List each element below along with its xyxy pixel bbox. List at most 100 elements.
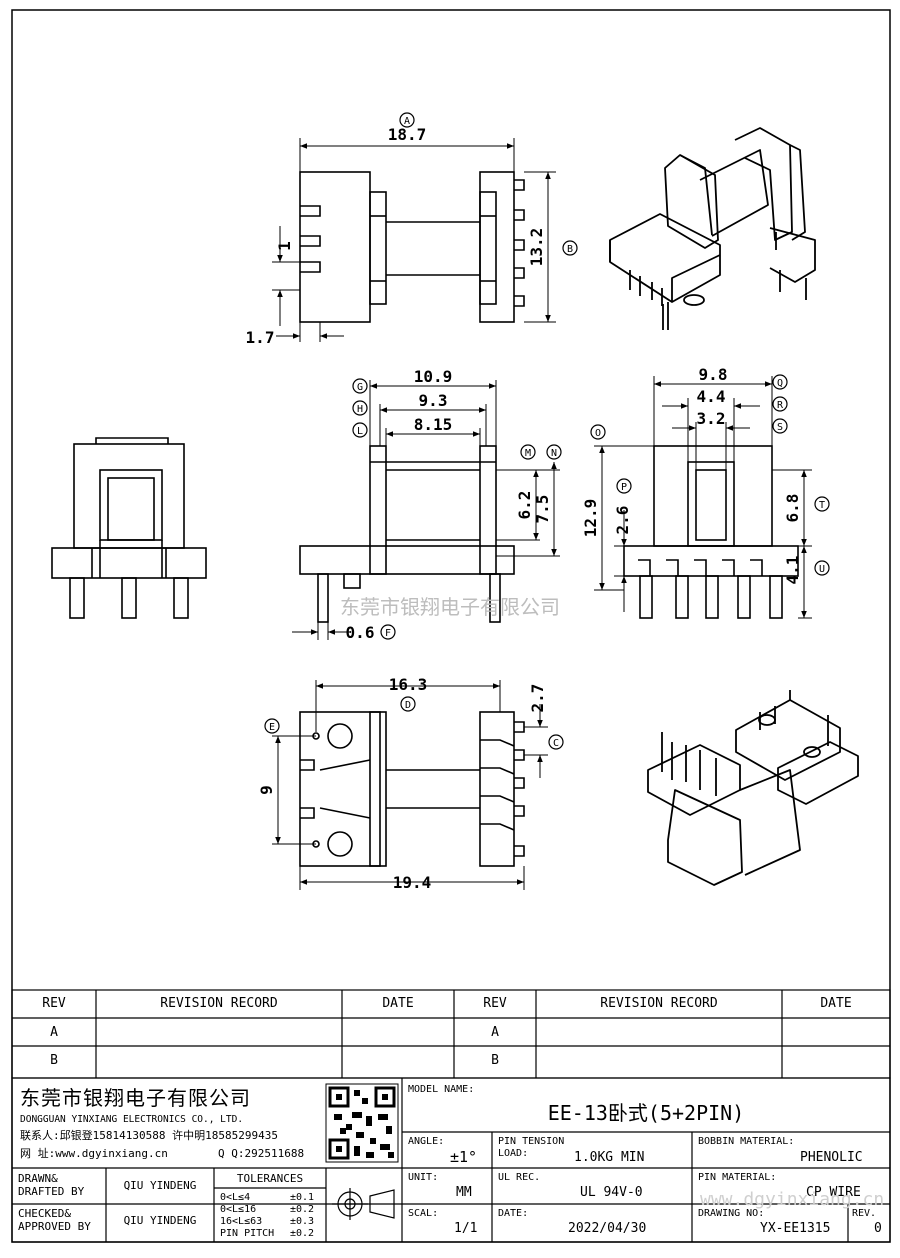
dim-bottom-total: 19.4 xyxy=(393,873,432,892)
drawing-no-value: YX-EE1315 xyxy=(760,1221,831,1236)
drawn-label: DRAWN& xyxy=(18,1172,58,1185)
callout-T: T xyxy=(814,496,830,512)
drawing-no-label: DRAWING NO: xyxy=(698,1208,765,1219)
scale-label: SCAL: xyxy=(408,1208,439,1219)
svg-text:R: R xyxy=(777,400,784,411)
dim-bottom-pitch: 2.7 xyxy=(528,684,547,713)
svg-text:U: U xyxy=(819,564,825,575)
date-header-1: DATE xyxy=(382,996,414,1011)
callout-P: P xyxy=(616,478,632,494)
rev-row-b-left: B xyxy=(50,1053,58,1068)
bottom-view-dimensions xyxy=(272,680,548,890)
callout-Q: Q xyxy=(772,374,788,390)
callout-A: A xyxy=(399,112,415,128)
callout-L: L xyxy=(352,422,368,438)
tolerance-range-2: 0<L≤16 xyxy=(220,1204,257,1215)
svg-text:M: M xyxy=(525,448,531,459)
projection-symbol-icon xyxy=(332,1188,395,1220)
side-view xyxy=(623,445,799,619)
side-view-dimensions xyxy=(594,376,812,619)
callout-N: N xyxy=(546,444,562,460)
callout-O: O xyxy=(590,424,606,440)
dim-bottom-h: 9 xyxy=(257,785,276,795)
load-label: LOAD: xyxy=(498,1148,529,1159)
rev-row-b-right: B xyxy=(491,1053,499,1068)
callout-H: H xyxy=(352,400,368,416)
top-view xyxy=(299,171,525,323)
svg-text:G: G xyxy=(357,382,363,393)
dim-bottom-w: 16.3 xyxy=(389,675,428,694)
date-value: 2022/04/30 xyxy=(568,1221,647,1236)
dim-front-h2: 7.5 xyxy=(533,495,552,524)
dim-front-w3: 8.15 xyxy=(414,415,453,434)
approved-label: APPROVED BY xyxy=(18,1220,91,1233)
callout-M: M xyxy=(520,444,536,460)
drawn-by-name: QIU YINDENG xyxy=(123,1179,197,1192)
svg-text:H: H xyxy=(357,404,363,415)
svg-text:N: N xyxy=(551,448,557,459)
callout-F: F xyxy=(380,624,396,640)
front-view-center xyxy=(299,445,515,623)
svg-text:F: F xyxy=(385,628,391,639)
iso-view-bottom xyxy=(647,690,859,886)
rev-header-2: REV xyxy=(483,996,507,1011)
top-view-dimensions xyxy=(272,138,556,342)
bobbin-material-label: BOBBIN MATERIAL: xyxy=(698,1136,795,1147)
angle-value: ±1° xyxy=(450,1148,478,1166)
title-block-grid xyxy=(11,1077,891,1243)
svg-text:A: A xyxy=(404,116,410,127)
tolerances-label: TOLERANCES xyxy=(236,1172,304,1185)
rev-row-a-right: A xyxy=(491,1025,499,1040)
tolerance-value-1: ±0.1 xyxy=(290,1192,315,1203)
front-view-dimensions xyxy=(292,380,560,640)
dim-side-w3: 3.2 xyxy=(697,409,726,428)
tolerance-range-4: PIN PITCH xyxy=(220,1228,275,1239)
dim-top-pin: 1 xyxy=(275,241,294,251)
svg-text:D: D xyxy=(405,700,411,711)
dim-side-h-total: 12.9 xyxy=(581,499,600,538)
svg-text:P: P xyxy=(621,482,627,493)
pin-material-label: PIN MATERIAL: xyxy=(698,1172,777,1183)
unit-label: UNIT: xyxy=(408,1172,439,1183)
iso-view-top xyxy=(609,127,816,330)
qq-number: Q Q:292511688 xyxy=(218,1147,305,1160)
company-name-en: DONGGUAN YINXIANG ELECTRONICS CO., LTD. xyxy=(20,1114,244,1125)
bobbin-material-value: PHENOLIC xyxy=(800,1150,863,1165)
callout-E: E xyxy=(264,718,280,734)
ul-value: UL 94V-0 xyxy=(580,1185,643,1200)
dim-side-h-u: 4.1 xyxy=(783,556,802,585)
unit-value: MM xyxy=(456,1185,472,1200)
svg-text:E: E xyxy=(269,722,275,733)
sheet-border xyxy=(11,9,891,1243)
date-header-2: DATE xyxy=(820,996,852,1011)
callout-U: U xyxy=(814,560,830,576)
date-label: DATE: xyxy=(498,1208,529,1219)
rev-header-1: REV xyxy=(42,996,66,1011)
ul-rec-label: UL REC. xyxy=(498,1172,541,1183)
dim-top-width: 18.7 xyxy=(388,125,427,144)
dim-front-w2: 9.3 xyxy=(419,391,448,410)
company-name-cn: 东莞市银翔电子有限公司 xyxy=(20,1086,251,1110)
callout-D: D xyxy=(400,696,416,712)
rev-value: 0 xyxy=(874,1221,882,1236)
svg-text:Q: Q xyxy=(777,378,783,389)
revision-record-header-1: REVISION RECORD xyxy=(160,996,278,1011)
scale-value: 1/1 xyxy=(454,1221,478,1236)
contact-info: 联系人:邱银登15814130588 许中明18585299435 xyxy=(20,1129,278,1142)
svg-text:T: T xyxy=(819,500,825,511)
bottom-view xyxy=(299,711,525,867)
callout-B: B xyxy=(562,240,578,256)
watermark-url: www.dgyinxiang.cn xyxy=(700,1189,885,1210)
tolerance-value-2: ±0.2 xyxy=(290,1204,315,1215)
dim-side-h-p: 2.6 xyxy=(613,506,632,535)
dim-side-h-t: 6.8 xyxy=(783,494,802,523)
dim-front-h1: 6.2 xyxy=(515,491,534,520)
checked-label: CHECKED& xyxy=(18,1207,71,1220)
tolerance-range-3: 16<L≤63 xyxy=(220,1216,263,1227)
dim-side-w2: 4.4 xyxy=(697,387,726,406)
revision-record-header-2: REVISION RECORD xyxy=(600,996,718,1011)
callout-C: C xyxy=(548,734,564,750)
rev-row-a-left: A xyxy=(50,1025,58,1040)
tolerance-range-1: 0<L≤4 xyxy=(220,1192,251,1203)
